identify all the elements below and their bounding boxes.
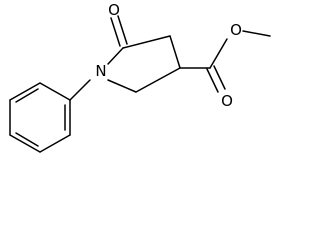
ester-carbonyl-double-bond <box>213 65 226 90</box>
phenyl-double-bond <box>15 88 39 103</box>
ring-bond-c4-c5 <box>135 67 181 93</box>
lactam-oxygen-label: O <box>108 1 120 19</box>
ester-c-o-bond <box>209 38 228 69</box>
ring-nitrogen-label: N <box>95 62 106 80</box>
methyl-ester <box>179 30 271 93</box>
ring-bond-c5-n <box>107 79 137 93</box>
phenyl-bond <box>39 134 71 153</box>
ester-carbonyl-oxygen-label: O <box>221 92 233 110</box>
o-methyl-bond <box>242 30 271 37</box>
carbonyl-double-bond <box>110 17 121 47</box>
ring-bond-c2-c3 <box>122 35 171 49</box>
lactam-carbonyl <box>110 15 128 47</box>
phenyl-ring <box>9 82 71 153</box>
ester-ether-oxygen-label: O <box>230 21 242 39</box>
phenyl-bond <box>9 134 41 153</box>
ring-bond-n-c2 <box>107 47 124 65</box>
ring-bond-c3-c4 <box>169 35 181 69</box>
carbonyl-double-bond <box>117 15 128 45</box>
pyrrolidinone-ring <box>107 35 181 93</box>
phenyl-bond <box>39 82 71 101</box>
n-phenyl-bond <box>69 79 91 101</box>
phenyl-double-bond <box>15 132 39 147</box>
chemical-structure-diagram: N O O O <box>9 1 271 153</box>
ester-carbonyl-double-bond <box>206 68 219 93</box>
phenyl-bond <box>9 82 41 101</box>
